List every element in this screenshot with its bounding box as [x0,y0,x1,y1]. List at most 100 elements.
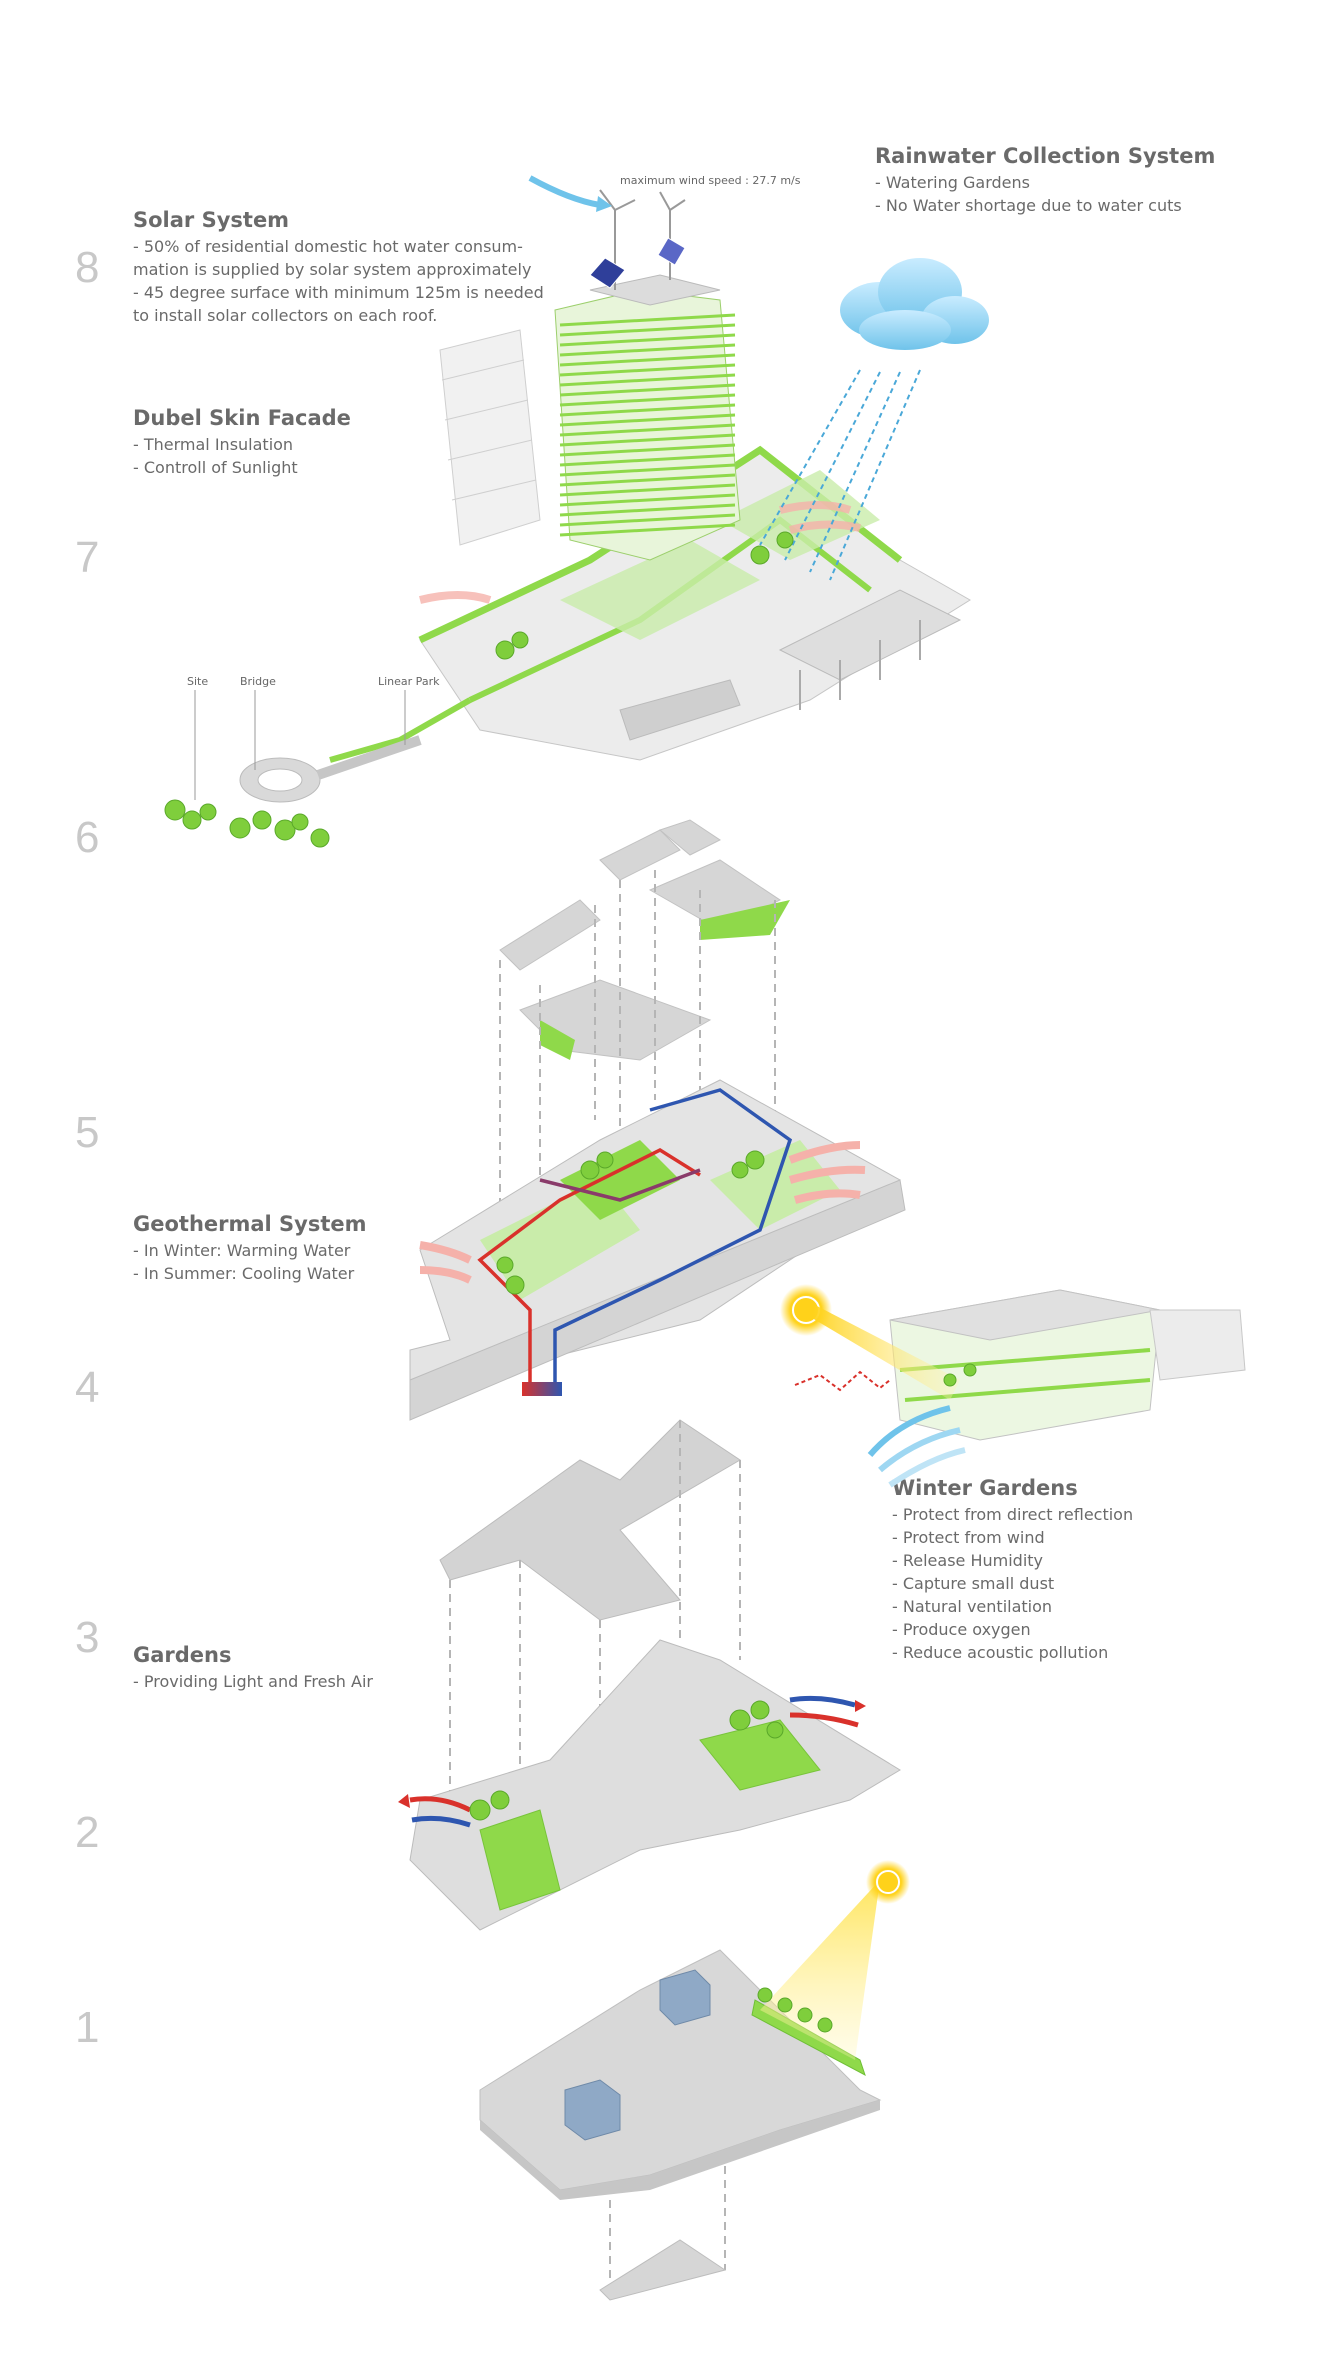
level-number-7: 7 [75,533,100,582]
tree-icon [580,1160,600,1180]
geothermal-pipe [477,1088,793,1396]
tower-floor-line [559,493,736,507]
tower-floor-line [559,413,736,427]
tower-floor-line [559,433,736,447]
bridge-label: Bridge [240,675,276,688]
site-label: Site [187,675,209,688]
glass-cube [564,1969,711,2141]
exploded-guide-lines-lower [449,1420,741,2290]
tower-floor-line [559,513,736,527]
tree-icon [505,1275,525,1295]
level-5-airflow [419,1141,866,1284]
tree-icon-group [469,531,977,2033]
ground-green-strip [751,1860,910,2077]
level-number-3: 3 [75,1613,100,1662]
tower-floor-line [559,313,736,327]
level-6-slabs [499,819,790,1061]
tree-icon [963,1363,977,1377]
solar-panel-icon [589,237,686,289]
winter-item: - Capture small dust [892,1574,1055,1593]
tree-icon [766,1721,784,1739]
tower-floor-line [559,423,736,437]
tower-floor-line [559,443,736,457]
winter-item: - Protect from direct reflection [892,1505,1134,1524]
tree-icon [252,810,272,830]
winter-item: - Reduce acoustic pollution [892,1643,1109,1662]
wind-speed-label: maximum wind speed : 27.7 m/s [620,174,801,187]
tree-icon [943,1373,957,1387]
bridge-ramp [239,735,422,803]
level-number-4: 4 [75,1363,100,1412]
rainwater-item: - Watering Gardens [875,173,1030,192]
level-number-5: 5 [75,1108,100,1157]
airflow-arrow-icon [419,175,861,604]
solar-item: - 50% of residential domestic hot water … [133,237,523,256]
tree-icon [496,1256,514,1274]
tree-icon [229,817,251,839]
level-3-airflow [398,1695,866,1828]
tree-icon [511,631,529,649]
tree-icon [199,803,217,821]
geothermal-title: Geothermal System [133,1212,367,1236]
solar-item: - 45 degree surface with minimum 125m is… [133,283,544,302]
tower-floor-line [559,353,736,367]
tree-icon [797,2007,813,2023]
winter-item: - Natural ventilation [892,1597,1053,1616]
facade-title: Dubel Skin Facade [133,406,351,430]
level-3-slab [409,1639,901,1931]
tree-icon [757,1987,773,2003]
rainwater-title: Rainwater Collection System [875,144,1216,168]
tower-floor-line [559,323,736,337]
level-number-2: 2 [75,1808,100,1857]
solar-item: to install solar collectors on each roof… [133,306,438,325]
tower-floor-line [559,473,736,487]
ghost-building [439,329,541,546]
cloud-icon [840,258,989,350]
tree-icon [596,1151,614,1169]
tree-icon [745,1150,765,1170]
tower-floor-line [559,463,736,477]
tree-icon [291,813,309,831]
gardens-item: - Providing Light and Fresh Air [133,1672,373,1691]
facade-item: - Controll of Sunlight [133,458,298,477]
tower-floor-line [559,343,736,357]
level-4-slab [439,1419,741,1621]
level-number-1: 1 [75,2003,100,2052]
rain-icon [759,369,921,581]
gardens-block: Gardens - Providing Light and Fresh Air [133,1643,373,1693]
tree-icon [750,1700,770,1720]
geothermal-block: Geothermal System - In Winter: Warming W… [133,1212,367,1285]
solar-item: mation is supplied by solar system appro… [133,260,532,279]
tree-icon [274,819,296,841]
tower-floor-line [559,523,736,537]
tower-floor-line [559,393,736,407]
tower-floor-line [559,333,736,347]
facade-block: Dubel Skin Facade - Thermal Insulation -… [133,406,351,479]
winter-item: - Protect from wind [892,1528,1045,1547]
level-number-8: 8 [75,243,100,292]
tree-icon [495,640,515,660]
rainwater-item: - No Water shortage due to water cuts [875,196,1182,215]
geothermal-item: - In Winter: Warming Water [133,1241,351,1260]
tower-floor-line [559,373,736,387]
tower-floor-line [559,383,736,397]
tree-icon [731,1161,749,1179]
tree-icon [469,1799,491,1821]
tower-floor-line [559,453,736,467]
tree-icon [750,545,770,565]
site-leader-lines [194,690,406,800]
winter-item: - Produce oxygen [892,1620,1031,1639]
rainwater-block: Rainwater Collection System - Watering G… [875,144,1215,217]
tower-floor-line [559,503,736,517]
tree-icon [817,2017,833,2033]
tree-icon [490,1790,510,1810]
gardens-title: Gardens [133,1643,232,1667]
wind-and-reflection-arrows [794,1370,966,1488]
linear-park-label: Linear Park [378,675,440,688]
tree-icon [164,799,186,821]
level-number-6: 6 [75,813,100,862]
side-slabs [619,589,962,741]
tree-icon [729,1709,751,1731]
